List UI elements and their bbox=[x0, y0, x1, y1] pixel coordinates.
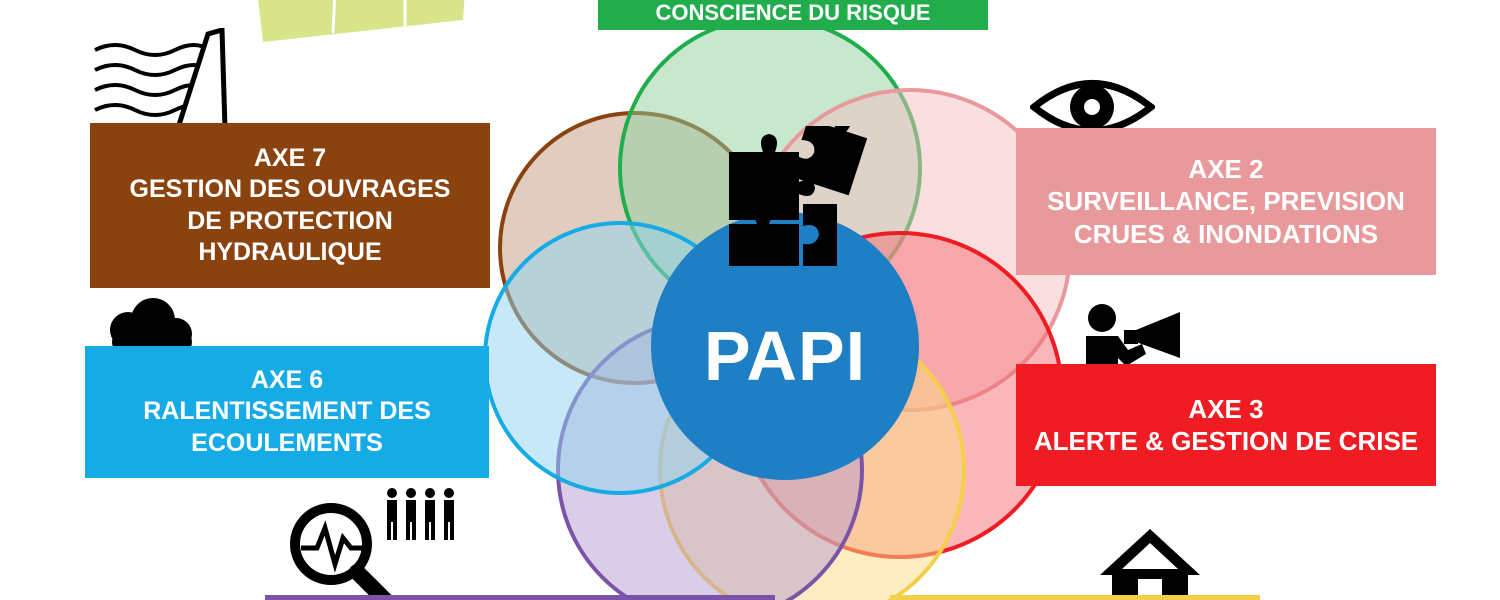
axe6-line: ECOULEMENTS bbox=[191, 428, 383, 457]
axe1-label-box: CONSCIENCE DU RISQUE bbox=[598, 0, 988, 30]
axe3-line: AXE 3 bbox=[1188, 393, 1264, 424]
axe7-line: HYDRAULIQUE bbox=[198, 237, 382, 266]
axe2-line: CRUES & INONDATIONS bbox=[1073, 218, 1379, 249]
puzzle-icon bbox=[729, 126, 867, 266]
axe6-line: AXE 6 bbox=[250, 366, 324, 395]
axe1-line: CONSCIENCE DU RISQUE bbox=[655, 0, 931, 25]
dam-icon bbox=[94, 28, 228, 128]
axe2-line: AXE 2 bbox=[1188, 153, 1264, 184]
axe7-line: GESTION DES OUVRAGES bbox=[129, 175, 451, 204]
axe2-line: SURVEILLANCE, PREVISION bbox=[1047, 186, 1405, 217]
papi-center-circle: PAPI bbox=[651, 212, 919, 480]
axe7-line: DE PROTECTION bbox=[187, 206, 393, 235]
axe5-label-box bbox=[265, 595, 775, 600]
eye-icon bbox=[1030, 80, 1155, 134]
people-group-icon bbox=[387, 488, 454, 540]
axe7-line: AXE 7 bbox=[253, 144, 327, 172]
axe6-line: RALENTISSEMENT DES bbox=[143, 397, 431, 426]
solar-panel-icon bbox=[258, 0, 465, 42]
magnifier-pulse-icon bbox=[290, 503, 397, 600]
papi-center-label: PAPI bbox=[703, 317, 867, 395]
axe4-label-box bbox=[890, 595, 1260, 600]
house-icon bbox=[1100, 529, 1200, 600]
axe3-line: ALERTE & GESTION DE CRISE bbox=[1033, 426, 1419, 456]
